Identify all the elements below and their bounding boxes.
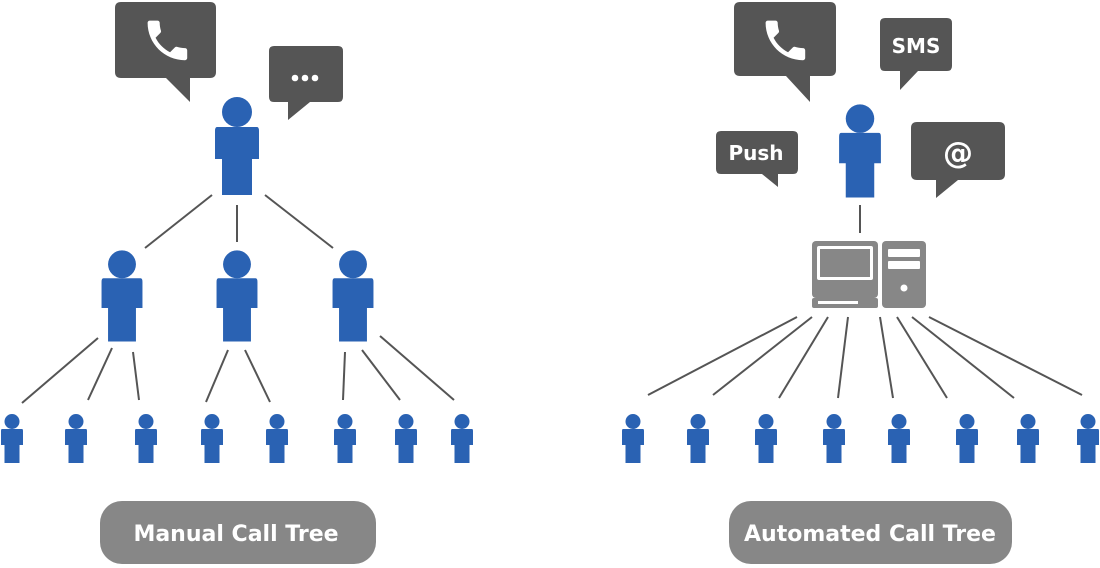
person-icon-level1 <box>101 250 143 342</box>
person-icon-leaf <box>755 414 777 463</box>
sms-label: SMS <box>892 34 941 58</box>
phone-icon <box>765 20 806 61</box>
person-icon-leaf <box>451 414 473 463</box>
person-icon-leaf <box>956 414 978 463</box>
person-icon-leaf <box>266 414 288 463</box>
person-icon-leaf <box>1017 414 1039 463</box>
computer-icon <box>812 241 926 308</box>
person-icon-level1 <box>332 250 374 342</box>
email-bubble: @ <box>911 122 1005 198</box>
manual-phone-bubble <box>115 2 216 102</box>
sms-bubble: SMS <box>880 18 952 90</box>
automated-call-tree-title: Automated Call Tree <box>744 522 996 547</box>
speech-bubble <box>269 46 343 120</box>
person-icon-leaf <box>823 414 845 463</box>
automated-call-tree-label: Automated Call Tree <box>729 501 1012 564</box>
manual-ellipsis-bubble <box>269 46 343 120</box>
at-sign-icon: @ <box>943 136 973 171</box>
person-icon-leaf <box>622 414 644 463</box>
manual-call-tree-title: Manual Call Tree <box>133 522 338 547</box>
person-icon-root <box>215 97 259 195</box>
person-icon-leaf <box>334 414 356 463</box>
person-icon-leaf <box>135 414 157 463</box>
person-icon-leaf <box>1077 414 1099 463</box>
person-icon-leaf <box>201 414 223 463</box>
automated-connectors <box>647 205 1083 399</box>
ellipsis-icon <box>291 74 319 82</box>
person-icon-level1 <box>216 250 258 342</box>
person-icon-leaf <box>687 414 709 463</box>
push-label: Push <box>728 141 783 165</box>
person-icon-recipient <box>839 104 881 198</box>
person-icon-leaf <box>395 414 417 463</box>
manual-call-tree: Manual Call Tree <box>1 2 473 564</box>
speech-bubble <box>716 131 798 187</box>
speech-bubble <box>880 18 952 90</box>
automated-call-tree: SMS Push @ <box>622 2 1099 564</box>
automated-phone-bubble <box>734 2 836 102</box>
manual-connectors <box>21 194 455 404</box>
push-bubble: Push <box>716 131 798 187</box>
person-icon-leaf <box>1 414 23 463</box>
phone-icon <box>147 20 188 61</box>
person-icon-leaf <box>65 414 87 463</box>
manual-call-tree-label: Manual Call Tree <box>100 501 376 564</box>
person-icon-leaf <box>888 414 910 463</box>
speech-bubble <box>911 122 1005 198</box>
